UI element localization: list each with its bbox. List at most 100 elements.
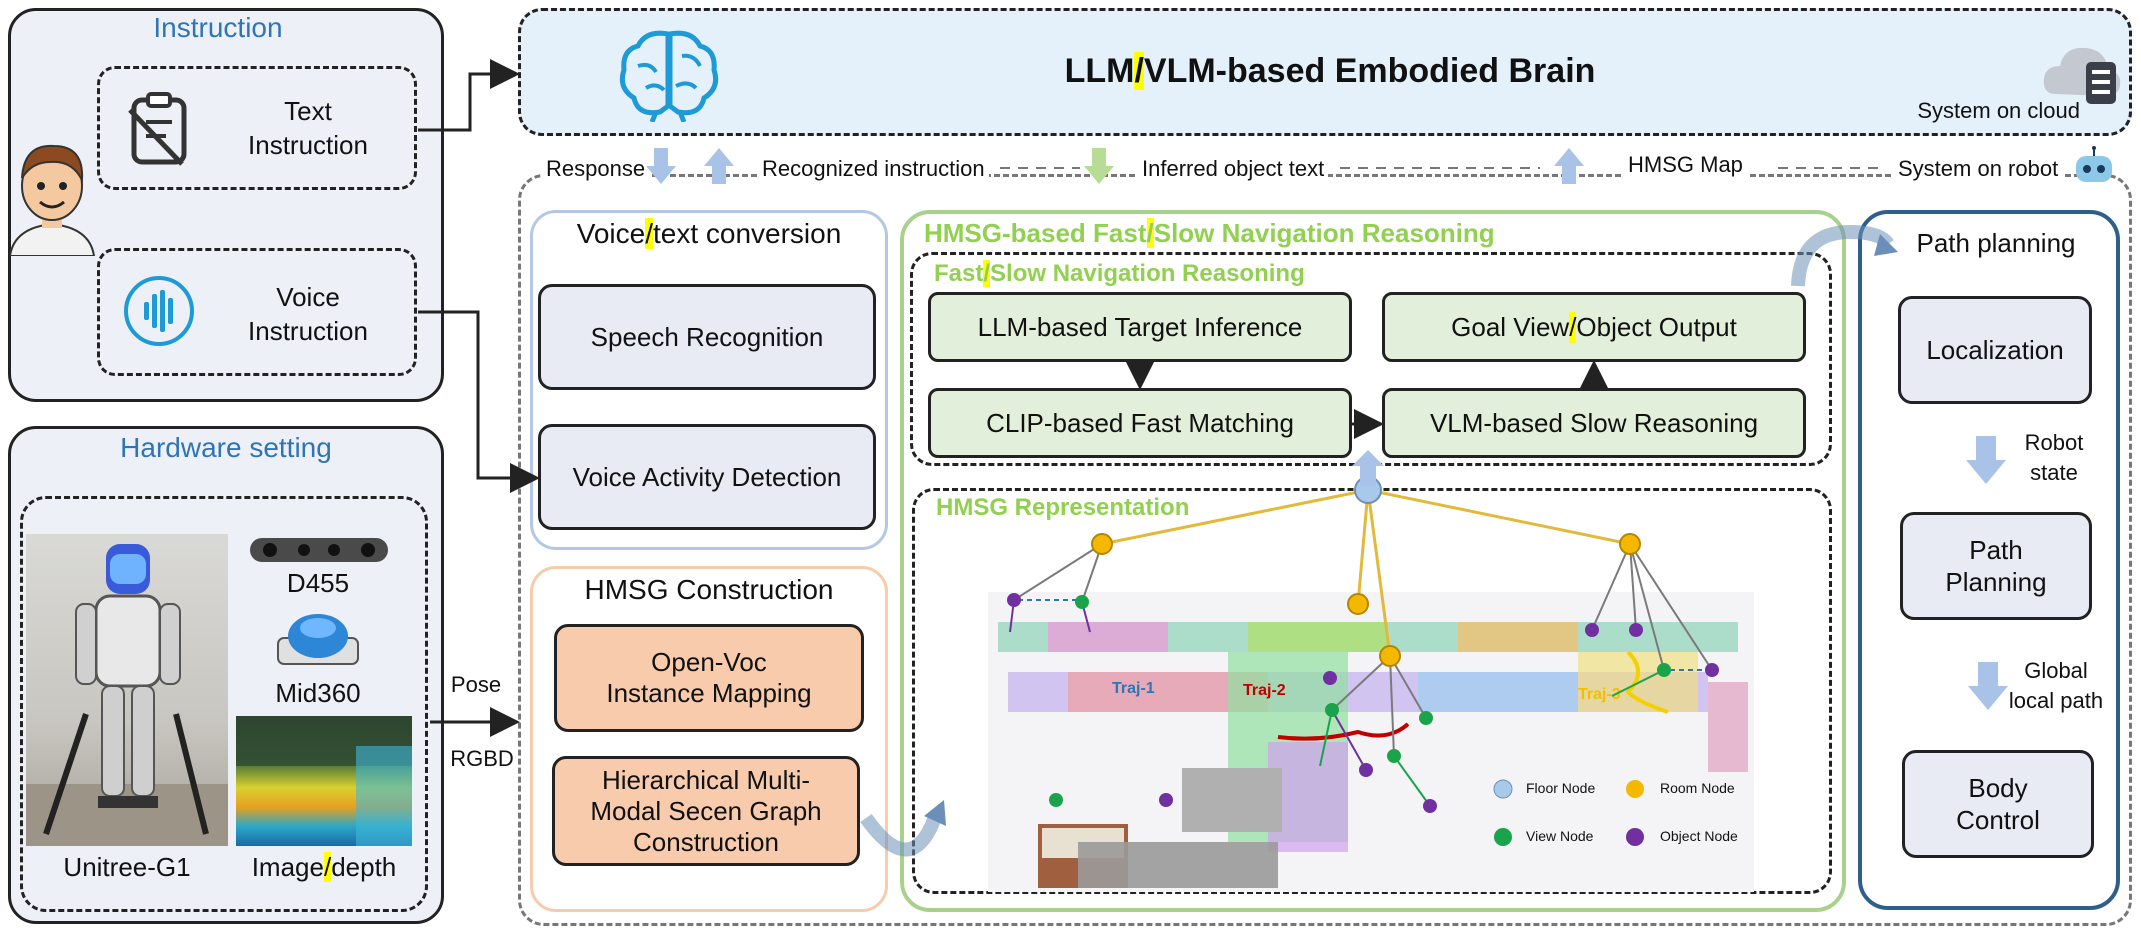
text-instruction-line2: Instruction (248, 130, 368, 160)
path-planning-title: Path planning (1916, 228, 2076, 258)
reasoning-outer-fast: HMSG-based Fast (924, 218, 1147, 248)
hmsg-map-up-arrow (1554, 148, 1584, 184)
image-depth-label: Image/depth (226, 852, 422, 883)
mid360-lidar-icon (277, 614, 359, 665)
recognized-up-arrow (704, 148, 734, 184)
clip-matching-box: CLIP-based Fast Matching (928, 388, 1352, 458)
voice-text-title: Voice/text conversion (530, 218, 888, 250)
brain-title-llm: LLM (1064, 52, 1135, 90)
reasoning-outer-title: HMSG-based Fast/Slow Navigation Reasonin… (924, 218, 1495, 249)
traj-2-label: Traj-2 (1243, 682, 1286, 699)
robot-photo (26, 534, 228, 846)
voice-instruction-line2: Instruction (248, 316, 368, 346)
d455-camera-icon (250, 538, 388, 562)
hmsg-representation-title: HMSG Representation (936, 494, 1190, 521)
view-node-legend-icon (1494, 828, 1512, 846)
global-local-path-label: Global local path (2000, 656, 2112, 716)
inner-fast: Fast (934, 260, 984, 287)
hmsg-construction-title: HMSG Construction (584, 574, 834, 605)
robot-state-line1: Robot (2024, 430, 2084, 455)
path-planning-panel (1858, 210, 2120, 910)
hierarchical-line1: Hierarchical Multi- (601, 764, 811, 795)
instruction-panel (8, 8, 444, 402)
robot-head-icon (2076, 146, 2112, 182)
target-inference-box: LLM-based Target Inference (928, 292, 1352, 362)
inferred-down-arrow (1084, 148, 1114, 184)
hierarchical-line2: Modal Secen Graph (590, 795, 822, 826)
fast-slow-inner-title: Fast/Slow Navigation Reasoning (934, 260, 1305, 288)
cloud-server-icon (2043, 47, 2121, 104)
user-avatar-icon (8, 144, 96, 256)
global-path-line1: Global (2024, 658, 2088, 683)
voice-title-part: Voice (576, 218, 646, 249)
voice-title-slash: / (645, 218, 653, 249)
hmsg-map-label: HMSG Map (1624, 152, 1747, 178)
path-planning-box: Path Planning (1900, 512, 2092, 620)
traj-1-label: Traj-1 (1112, 680, 1155, 697)
brain-icon (619, 30, 719, 122)
cloud-system-label: System on cloud (1917, 98, 2080, 123)
robot-state-label: Robot state (2006, 428, 2102, 488)
inner-slash: / (983, 260, 991, 287)
body-control-box: Body Control (1902, 750, 2094, 858)
open-voc-line2: Instance Mapping (606, 678, 812, 708)
reasoning-outer-slow: Slow Navigation Reasoning (1153, 218, 1495, 248)
inferred-object-label: Inferred object text (1138, 156, 1329, 182)
global-local-path-arrow (1968, 662, 2008, 710)
hierarchical-line3: Construction (633, 826, 779, 857)
robot-state-arrow (1966, 436, 2006, 484)
reasoning-outer-slash: / (1146, 218, 1154, 248)
open-voc-line1: Open-Voc (651, 647, 767, 677)
point-cloud-map (988, 592, 1754, 892)
voice-wave-icon (124, 276, 194, 346)
robot-state-line2: state (2030, 460, 2078, 485)
response-down-arrow (646, 148, 676, 184)
text-instruction-line1: Text (284, 96, 332, 126)
localization-box: Localization (1898, 296, 2092, 404)
image-depth-slash: / (323, 852, 332, 882)
hardware-title: Hardware setting (120, 432, 332, 463)
floor-node-legend: Floor Node (1526, 780, 1596, 796)
mid360-label: Mid360 (275, 678, 361, 708)
body-control-line2: Control (1956, 805, 2040, 835)
path-planning-line1: Path (1969, 535, 2023, 565)
vlm-slow-reasoning-box: VLM-based Slow Reasoning (1382, 388, 1806, 458)
object-node-legend: Object Node (1660, 828, 1738, 844)
brain-title: LLM/VLM-based Embodied Brain (900, 52, 1760, 91)
global-path-line2: local path (2008, 688, 2104, 713)
conversion-title-part: text conversion (652, 218, 842, 249)
recognized-instruction-label: Recognized instruction (758, 156, 989, 182)
object-output-part: Object Output (1576, 311, 1737, 342)
room-node-legend-icon (1626, 780, 1644, 798)
reasoning-outer-panel (900, 210, 1846, 912)
brain-title-slash: / (1134, 52, 1144, 90)
voice-instruction-box (97, 248, 417, 376)
hmsg-construction-panel (530, 566, 888, 912)
floor-node-legend-icon (1493, 779, 1513, 799)
robot-system-label: System on robot (1894, 156, 2063, 182)
text-document-icon (128, 92, 187, 166)
text-instruction-box (97, 66, 417, 190)
inner-slow: Slow Navigation Reasoning (990, 260, 1305, 287)
view-node-legend: View Node (1526, 828, 1594, 844)
robot-label: Unitree-G1 (63, 852, 191, 882)
room-node-legend: Room Node (1660, 780, 1735, 796)
traj-3-label: Traj-3 (1578, 686, 1621, 703)
voice-instruction-label: Voice Instruction (220, 274, 396, 354)
text-instruction-label: Text Instruction (220, 88, 396, 168)
image-label-part: Image (251, 852, 324, 882)
embodied-brain-box (518, 8, 2132, 136)
response-label: Response (542, 156, 650, 182)
body-control-line1: Body (1968, 773, 2028, 803)
depth-image (236, 716, 412, 846)
d455-label: D455 (286, 568, 350, 598)
goal-output-box: Goal View/Object Output (1382, 292, 1806, 362)
voice-activity-detection-box: Voice Activity Detection (538, 424, 876, 530)
goal-slash: / (1569, 311, 1577, 343)
hardware-inner-box (20, 496, 428, 912)
path-planning-line2: Planning (1945, 567, 2047, 597)
open-voc-mapping-box: Open-Voc Instance Mapping (554, 624, 864, 732)
pose-label: Pose (450, 672, 502, 697)
object-node-legend-icon (1626, 828, 1644, 846)
voice-instruction-line1: Voice (276, 282, 340, 312)
